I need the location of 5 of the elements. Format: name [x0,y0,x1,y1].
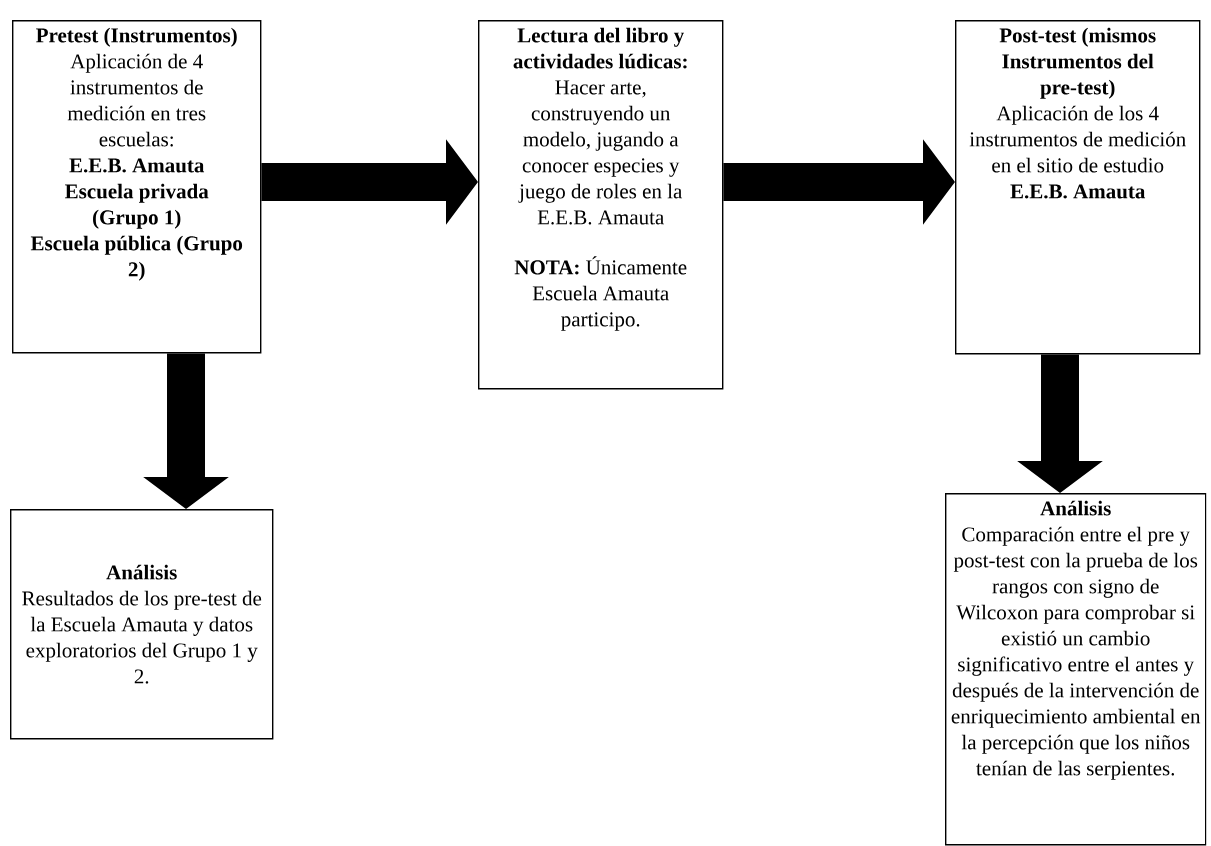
process-box: Pretest (Instrumentos) Aplicación de 4 instrumentos de medición en tres escuelas: E.E.B. Amauta Escuela privada (Grupo 1) Escuela pública (Grupo 2) [12,20,262,354]
process-box: Análisis Resultados de los pre-test de la Escuela Amauta y datos exploratorios del Grupo 1 y 2. [10,509,274,740]
process-box: Post-test (mismos Instrumentos del pre-test) Aplicación de los 4 instrumentos de medición en el sitio de estudio E.E.B. Amauta [955,20,1201,355]
process-box: Análisis Comparación entre el pre y post-test con la prueba de los rangos con signo de Wilcoxon para comprobar si existió un cambio significativo entre el antes y después de la intervención de enriquecimiento ambiental en la percepción que los niños tenían de las serpientes. [945,493,1207,846]
process-box: Lectura del libro y actividades lúdicas: Hacer arte, construyendo un modelo, jugando a conocer especies y juego de roles en la E.E.B. Amauta NOTA: Únicamente Escuela Amauta participo. [478,20,724,390]
